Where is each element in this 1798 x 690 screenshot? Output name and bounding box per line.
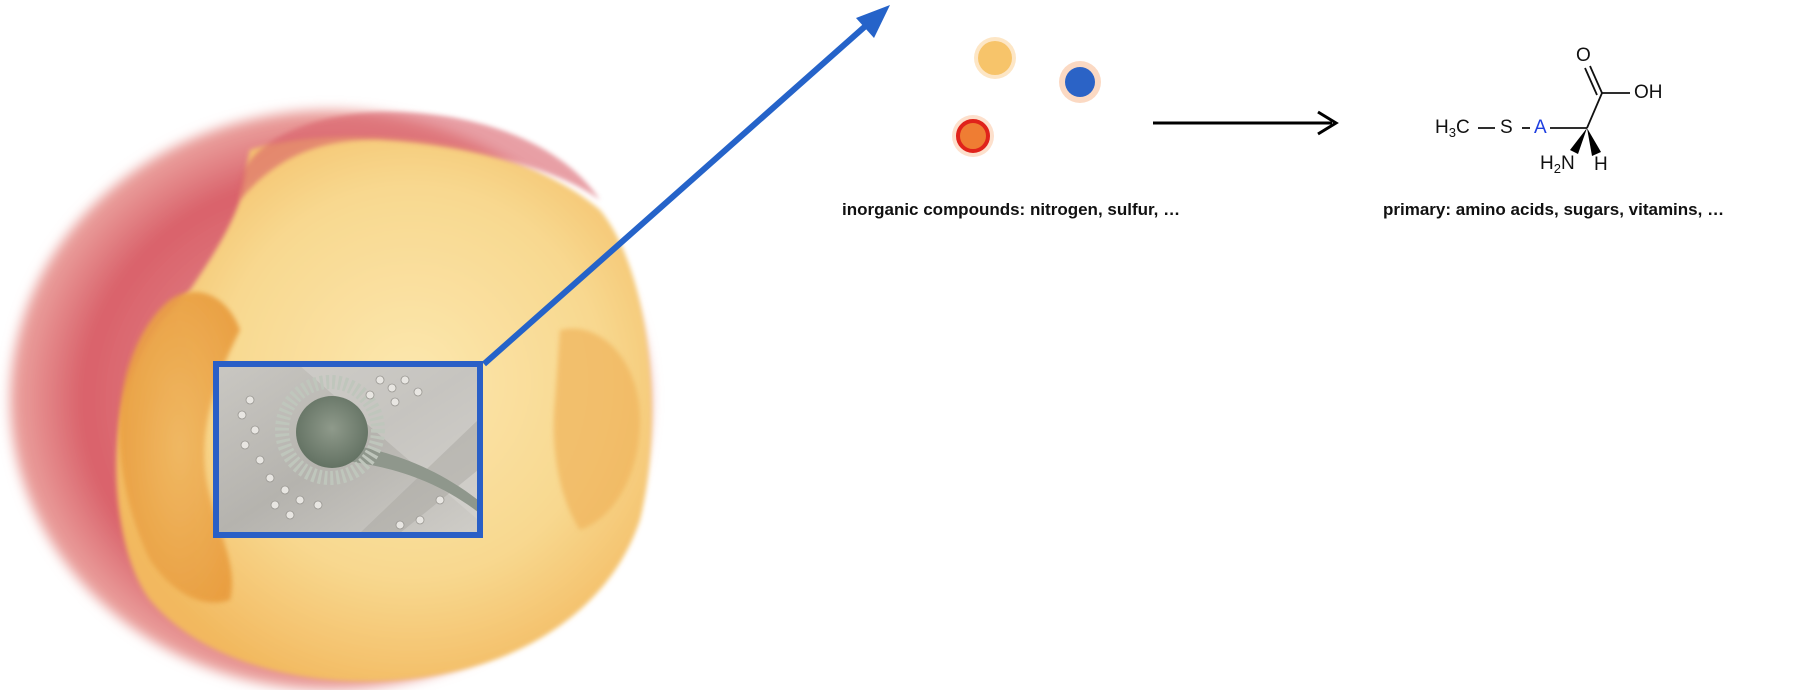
atom-a: A [1534,118,1547,137]
atom-h3c-sub: 3 [1448,125,1456,140]
zoom-arrowhead [856,5,890,38]
atom-h-label: H [1594,154,1608,175]
wedge-bond-h [1587,128,1601,156]
atom-h3c: H3C [1435,118,1470,139]
atom-h: H [1594,155,1608,174]
zoom-arrow [482,5,890,367]
apple-rot-region [119,291,240,603]
atom-oh-label: OH [1634,82,1663,103]
atom-s: S [1500,118,1513,137]
wedge-bond-n [1570,128,1587,154]
apple-skin-top-edge [239,111,600,200]
atom-oh: OH [1634,83,1663,102]
atom-o: O [1576,46,1591,65]
atom-o-label: O [1576,45,1591,66]
reaction-arrow [1153,110,1339,136]
atom-a-label: A [1534,117,1547,138]
vesicle-head [296,396,368,468]
conidiophore-stalk [320,440,478,512]
atom-h3c-c: C [1455,117,1470,138]
inset-frame [213,361,483,538]
microscope-inset [213,361,483,538]
atom-s-label: S [1500,117,1513,138]
caption-primary: primary: amino acids, sugars, vitamins, … [1383,200,1725,219]
inorganic-dots [952,37,1101,157]
atom-h2n-h: H [1540,153,1554,174]
vesicle-spores [275,375,385,485]
loose-spores [237,375,445,530]
atom-h2n: H2N [1540,154,1575,175]
apple-rot-right [553,328,640,530]
atom-h3c-h: H [1435,117,1449,138]
atom-h2n-sub: 2 [1553,161,1561,176]
molecule-bonds [1478,65,1630,129]
atom-h2n-n: N [1560,153,1575,174]
caption-inorganic: inorganic compounds: nitrogen, sulfur, … [842,200,1181,219]
